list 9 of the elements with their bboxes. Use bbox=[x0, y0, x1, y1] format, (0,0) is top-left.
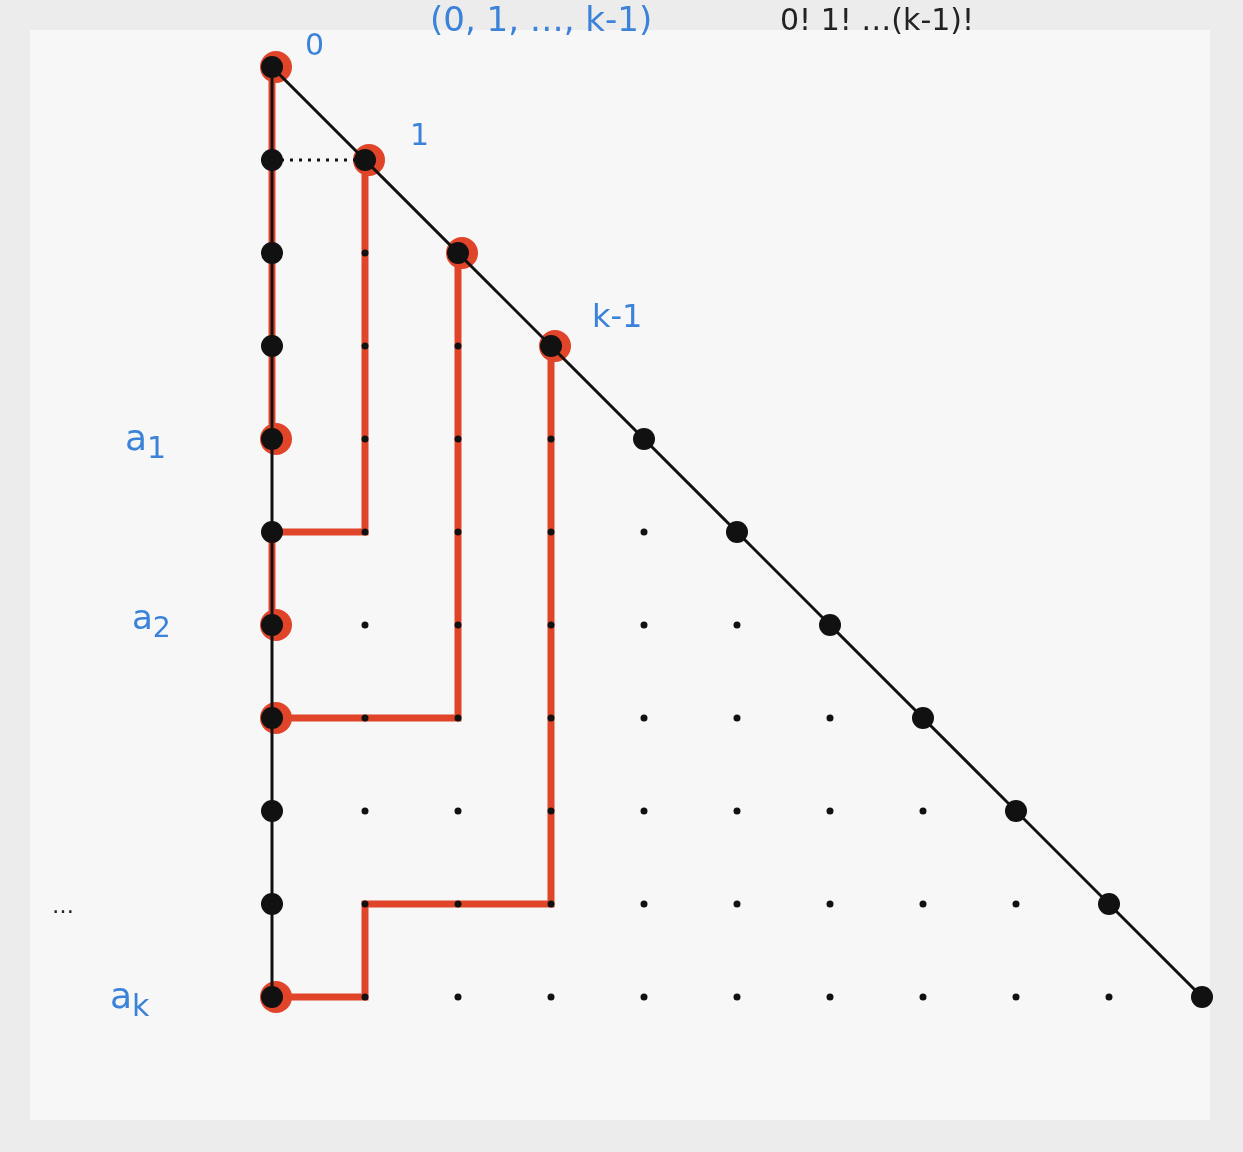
sequence-label: (0, 1, …, k-1) bbox=[430, 2, 653, 36]
axis-label: a$_{2}$ bbox=[132, 600, 171, 643]
factorial-product-label: 0! 1! …(k-1)! bbox=[780, 5, 975, 35]
axis-label: a$_{1}$ bbox=[125, 420, 167, 464]
ellipsis-label: … bbox=[52, 895, 74, 917]
axis-label: a$_{k}$ bbox=[110, 978, 150, 1022]
vertex-label: 1 bbox=[410, 120, 430, 150]
vertex-label: 0 bbox=[305, 30, 325, 60]
vertex-label: k-1 bbox=[592, 300, 643, 332]
